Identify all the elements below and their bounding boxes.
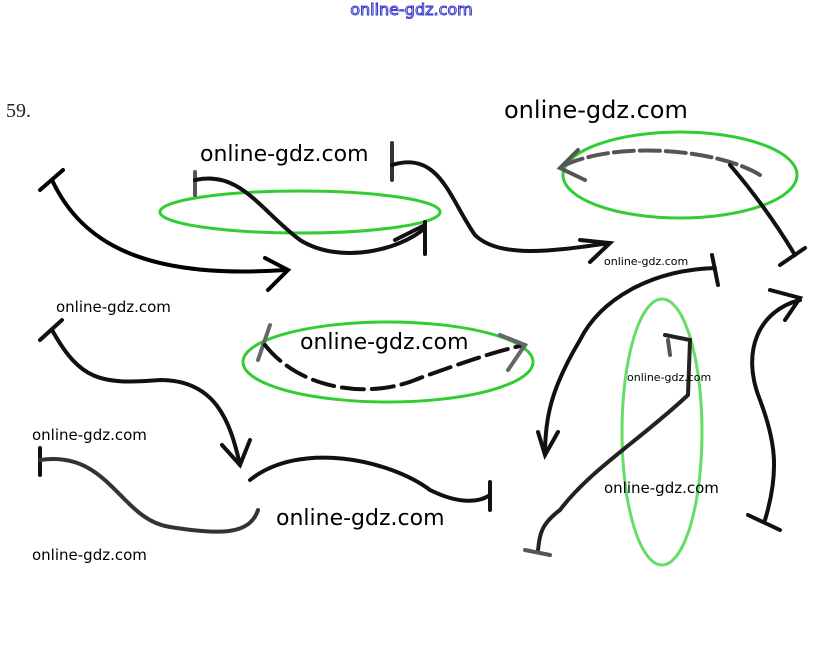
watermark: online-gdz.com [32,426,147,444]
ellipse-top-left [158,189,442,235]
watermark: online-gdz.com [32,546,147,564]
watermark: online-gdz.com [504,96,688,124]
ellipse-top-right [561,130,799,220]
arrow-2 [193,170,427,256]
arrow-3 [390,141,615,264]
arrow-8 [38,318,252,469]
arrow-10 [256,323,529,392]
ellipse-middle [241,320,535,404]
header-watermark: online-gdz.com [350,0,474,20]
arrow-9 [38,446,492,534]
watermark: online-gdz.com [200,142,369,167]
arrow-1 [38,168,292,292]
watermark: online-gdz.com [604,479,719,497]
arrow-5 [536,253,720,461]
watermark: online-gdz.com [604,255,689,268]
arrow-6 [746,288,804,532]
arrow-4 [556,148,807,267]
watermark: online-gdz.com [56,298,171,316]
watermark: online-gdz.com [300,330,469,355]
watermark: online-gdz.com [276,506,445,531]
watermark: online-gdz.com [627,371,712,384]
arrow-7 [523,333,693,557]
ellipse-right-vertical [620,297,704,567]
exercise-number: 59. [6,100,31,122]
